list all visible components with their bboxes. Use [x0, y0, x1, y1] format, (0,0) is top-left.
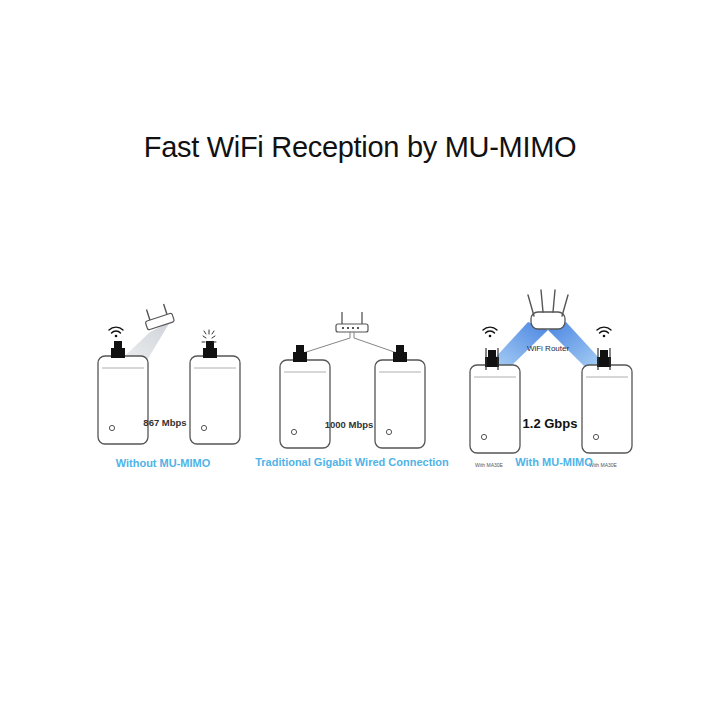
- router-label: WiFi Router: [527, 345, 569, 354]
- speed-label: 867 Mbps: [143, 418, 186, 428]
- adapter-label: With MA30E: [475, 463, 503, 469]
- panel-caption: Traditional Gigabit Wired Connection: [255, 456, 449, 468]
- speed-label: 1000 Mbps: [325, 420, 374, 430]
- adapter-label: With MA30E: [589, 463, 617, 469]
- diagram-title: Fast WiFi Reception by MU-MIMO: [144, 132, 577, 164]
- panel-caption: With MU-MIMO: [515, 456, 593, 468]
- speed-label: 1.2 Gbps: [523, 417, 578, 431]
- panel-caption: Without MU-MIMO: [116, 457, 211, 469]
